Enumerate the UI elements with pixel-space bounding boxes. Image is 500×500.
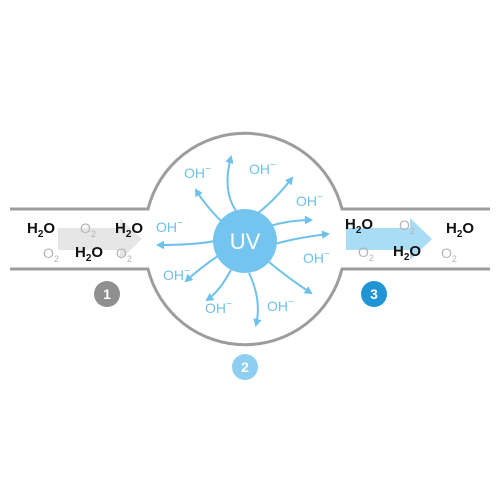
step-badge-circle — [94, 281, 120, 307]
hydroxyl-label: OH− — [303, 249, 330, 266]
hydroxyl-labels: OH− OH− OH− OH− OH− OH− OH− OH− — [156, 160, 330, 316]
step-badge-2: 2 — [232, 354, 258, 380]
pipe-bottom-wall — [10, 267, 490, 347]
uv-ray-curve — [248, 272, 259, 326]
hydroxyl-label: OH− — [156, 218, 183, 235]
outlet-oxygen-1: O2 — [399, 217, 415, 236]
step-badge-label: 2 — [241, 359, 249, 375]
inlet-water-1: H2O — [27, 220, 55, 240]
step-badge-3: 3 — [361, 281, 387, 307]
hydroxyl-label: OH− — [163, 266, 190, 283]
curved-arrow-icon — [184, 273, 194, 283]
inlet-oxygen-1: O2 — [80, 220, 96, 239]
curved-arrow-icon — [194, 188, 203, 198]
step-badge-label: 1 — [103, 286, 111, 302]
flow-in-arrow-icon — [58, 218, 142, 260]
uv-ray-curve — [195, 189, 223, 223]
curved-arrow-icon — [253, 318, 262, 327]
uv-ray-curve — [157, 240, 216, 246]
curved-arrow-icon — [303, 286, 313, 295]
curved-arrow-icon — [225, 155, 234, 164]
hydroxyl-label: OH− — [205, 299, 232, 316]
inlet-water-2: H2O — [115, 220, 143, 240]
hydroxyl-label: OH− — [249, 160, 276, 177]
curved-arrow-icon — [305, 215, 313, 225]
uv-ray-curve — [185, 255, 219, 282]
outlet-oxygen-3: O2 — [441, 245, 457, 264]
hydroxyl-label: OH− — [267, 297, 294, 314]
inlet-molecules: H2O H2O H2O O2 O2 O2 — [27, 220, 143, 264]
inlet-oxygen-2: O2 — [43, 245, 59, 264]
uv-label: UV — [230, 229, 261, 254]
curved-arrow-icon — [285, 176, 294, 186]
pipe-outline — [10, 131, 490, 347]
outlet-water-3: H2O — [446, 220, 474, 240]
inlet-water-3: H2O — [75, 244, 103, 264]
hydroxyl-label: OH− — [296, 192, 323, 209]
curved-arrow-icon — [205, 293, 215, 302]
uv-ray-curve — [268, 261, 312, 294]
uv-ray-arrowheads — [156, 155, 330, 327]
uv-lamp-core — [213, 209, 277, 273]
outlet-water-1: H2O — [345, 216, 373, 236]
outlet-oxygen-2: O2 — [358, 244, 374, 263]
curved-arrow-icon — [156, 240, 164, 250]
uv-ray-curve — [274, 233, 329, 245]
step-badge-circle — [361, 281, 387, 307]
uv-ray-curve — [226, 156, 237, 212]
outlet-molecules: H2O H2O H2O O2 O2 O2 — [345, 216, 474, 264]
uv-ray-curve — [269, 219, 312, 227]
uv-ray-curve — [257, 177, 293, 214]
step-badge-1: 1 — [94, 281, 120, 307]
flow-out-arrow-icon — [346, 218, 432, 260]
hydroxyl-label: OH− — [184, 164, 211, 181]
pipe-top-wall — [10, 131, 490, 211]
step-badge-label: 3 — [370, 286, 378, 302]
inlet-oxygen-3: O2 — [116, 245, 132, 264]
step-badge-circle — [232, 354, 258, 380]
outlet-water-2: H2O — [393, 243, 421, 263]
curved-arrow-icon — [321, 230, 330, 239]
